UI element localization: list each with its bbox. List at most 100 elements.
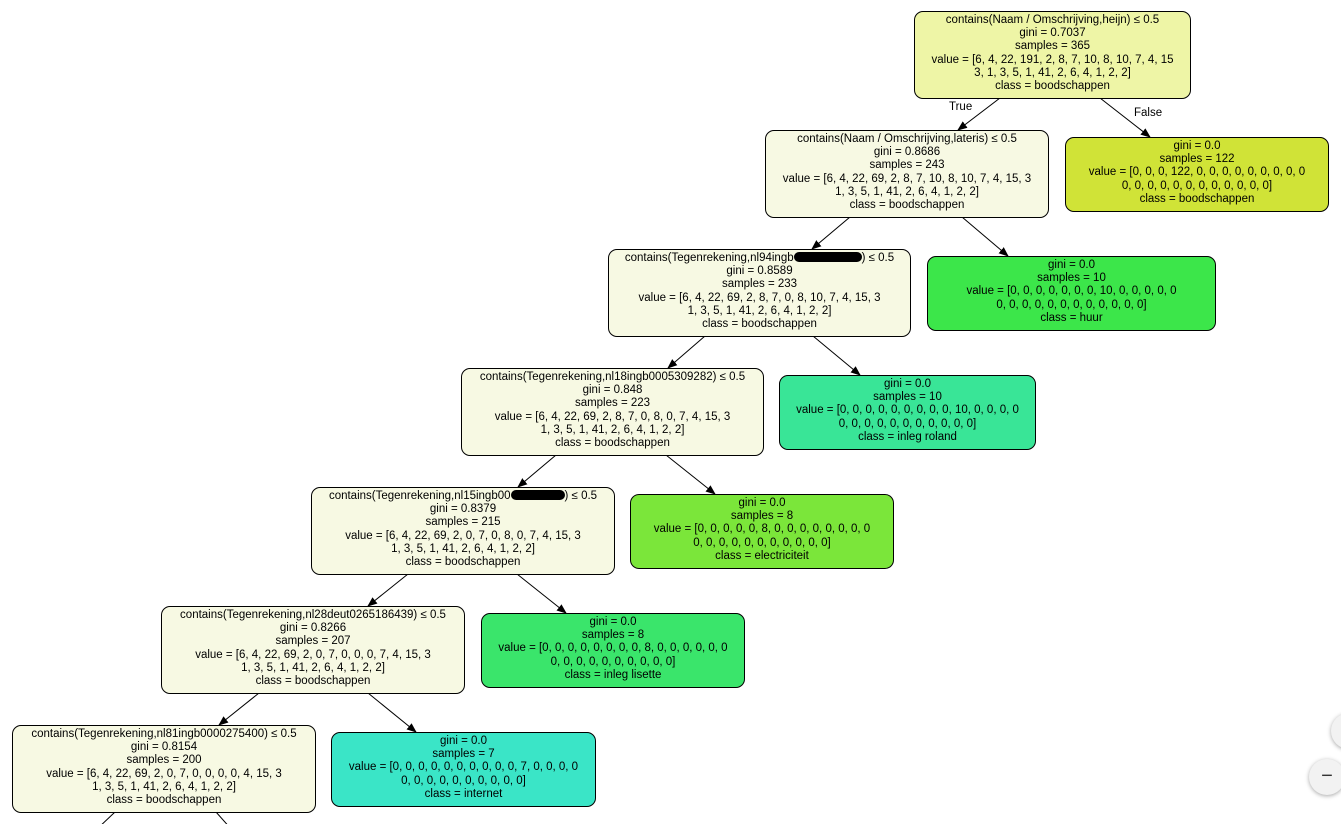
edge-n1-leaf2 (961, 216, 1009, 257)
node-split-rule: contains(Tegenrekening,nl81ingb000027540… (31, 728, 297, 740)
edge-label-true: True (949, 101, 973, 113)
node-class: class = boodschappen (405, 556, 521, 569)
node-gini: gini = 0.8379 (429, 503, 497, 516)
tree-leaf-inleg-roland: gini = 0.0 samples = 10 value = [0, 0, 0… (779, 375, 1036, 450)
node-value: value = [0, 0, 0, 0, 0, 0, 0, 0, 0, 0, 7… (348, 761, 579, 774)
node-value: value = [6, 4, 22, 69, 2, 8, 7, 10, 8, 1… (782, 172, 1032, 185)
node-samples: samples = 8 (581, 629, 645, 642)
node-gini: gini = 0.7037 (1019, 27, 1086, 40)
node-samples: samples = 223 (574, 397, 651, 410)
node-split-rule: contains(Naam / Omschrijving,lateris) ≤ … (797, 133, 1017, 145)
tree-leaf-internet: gini = 0.0 samples = 7 value = [0, 0, 0,… (331, 732, 596, 807)
edge-n4-leaf5 (516, 573, 567, 614)
node-value-cont: 0, 0, 0, 0, 0, 0, 0, 0, 0, 0] (401, 774, 526, 787)
node-value: value = [6, 4, 22, 69, 2, 0, 7, 0, 0, 0,… (195, 648, 431, 661)
node-value: value = [6, 4, 22, 69, 2, 0, 7, 0, 0, 0,… (46, 767, 282, 780)
node-value-cont: 1, 3, 5, 1, 41, 2, 6, 4, 1, 2, 2] (391, 542, 535, 555)
edge-n2-leaf3 (812, 335, 861, 376)
node-split-rule: contains(Tegenrekening,nl15ingb00) ≤ 0.5 (312, 490, 614, 503)
node-split-rule-suffix: ) ≤ 0.5 (861, 252, 895, 264)
zoom-out-button[interactable]: − (1309, 759, 1341, 795)
edge-n2-n3 (667, 335, 706, 369)
node-value-cont: 1, 3, 5, 1, 41, 2, 6, 4, 1, 2, 2] (92, 780, 236, 793)
node-gini: gini = 0.0 (440, 735, 487, 747)
node-gini: gini = 0.8589 (726, 265, 793, 278)
node-gini: gini = 0.0 (884, 378, 931, 390)
node-class: class = huur (1040, 311, 1103, 324)
edge-root-n1 (957, 97, 1001, 131)
node-samples: samples = 365 (1014, 40, 1091, 53)
node-value-cont: 0, 0, 0, 0, 0, 0, 0, 0, 0, 0, 0] (838, 417, 977, 430)
node-split-rule: contains(Tegenrekening,nl28deut026518643… (180, 609, 446, 621)
node-samples: samples = 122 (1159, 153, 1235, 166)
tree-leaf-boodschappen: gini = 0.0 samples = 122 value = [0, 0, … (1065, 137, 1329, 212)
node-value: value = [6, 4, 22, 69, 2, 8, 7, 0, 8, 0,… (494, 410, 731, 423)
node-split-rule-prefix: contains(Tegenrekening,nl94ingb (624, 252, 794, 264)
node-value: value = [0, 0, 0, 0, 0, 0, 0, 0, 0, 10, … (796, 404, 1019, 417)
node-class: class = boodschappen (995, 80, 1110, 93)
node-class: class = boodschappen (255, 675, 371, 688)
tree-node-n6: contains(Tegenrekening,nl81ingb000027540… (12, 725, 316, 813)
node-value: value = [6, 4, 22, 69, 2, 8, 7, 0, 8, 10… (638, 291, 881, 304)
node-value-cont: 3, 1, 3, 5, 1, 41, 2, 6, 4, 1, 2, 2] (974, 66, 1131, 79)
node-samples: samples = 10 (1037, 272, 1106, 285)
tree-leaf-electriciteit: gini = 0.0 samples = 8 value = [0, 0, 0,… (630, 494, 894, 569)
node-class: class = inleg roland (858, 430, 957, 443)
edge-n4-n5 (367, 573, 409, 607)
node-gini: gini = 0.848 (582, 384, 643, 397)
redaction-mark (793, 252, 862, 262)
node-gini: gini = 0.0 (738, 497, 786, 509)
redaction-mark (510, 490, 565, 500)
tree-node-n4: contains(Tegenrekening,nl15ingb00) ≤ 0.5… (311, 487, 615, 575)
node-value: value = [0, 0, 0, 0, 0, 0, 0, 0, 8, 0, 0… (498, 642, 728, 655)
node-value: value = [0, 0, 0, 0, 0, 0, 0, 10, 0, 0, … (966, 285, 1177, 298)
node-value-cont: 1, 3, 5, 1, 41, 2, 6, 4, 1, 2, 2] (835, 185, 979, 198)
edge-n5-n6 (218, 692, 260, 726)
tree-node-n3: contains(Tegenrekening,nl18ingb000530928… (461, 368, 764, 456)
node-split-rule: contains(Tegenrekening,nl94ingb ) ≤ 0.5 (609, 252, 910, 265)
edge-n3-n4 (517, 454, 557, 488)
node-split-rule: contains(Tegenrekening,nl18ingb000530928… (479, 371, 746, 383)
node-gini: gini = 0.8154 (130, 741, 198, 754)
node-value-cont: 0, 0, 0, 0, 0, 0, 0, 0, 0, 0] (550, 655, 676, 668)
node-samples: samples = 233 (721, 278, 798, 291)
node-samples: samples = 7 (432, 748, 495, 761)
node-samples: samples = 207 (275, 635, 351, 648)
zoom-in-button[interactable]: + (1331, 713, 1341, 749)
edge-root-leaf1 (1099, 97, 1151, 138)
edge-n1-n2 (811, 216, 851, 250)
node-samples: samples = 243 (869, 159, 945, 172)
node-gini: gini = 0.0 (1048, 259, 1095, 271)
tree-leaf-huur: gini = 0.0 samples = 10 value = [0, 0, 0… (927, 256, 1216, 331)
node-samples: samples = 200 (126, 754, 202, 767)
edge-n3-leaf4 (665, 454, 716, 495)
edge-n6-child-left (101, 811, 116, 824)
tree-leaf-inleg-lisette: gini = 0.0 samples = 8 value = [0, 0, 0,… (481, 613, 745, 688)
node-class: class = boodschappen (106, 794, 222, 807)
node-gini: gini = 0.0 (1173, 140, 1221, 152)
node-value: value = [6, 4, 22, 191, 2, 8, 7, 10, 8, … (931, 53, 1174, 66)
tree-node-n5: contains(Tegenrekening,nl28deut026518643… (161, 606, 465, 694)
node-class: class = boodschappen (1139, 192, 1255, 205)
edge-label-false: False (1134, 107, 1163, 119)
node-gini: gini = 0.0 (589, 616, 637, 628)
node-samples: samples = 8 (730, 510, 794, 523)
node-gini: gini = 0.8266 (279, 622, 347, 635)
node-value-cont: 0, 0, 0, 0, 0, 0, 0, 0, 0, 0, 0] (693, 536, 831, 549)
tree-node-n1: contains(Naam / Omschrijving,lateris) ≤ … (765, 130, 1049, 218)
node-value: value = [0, 0, 0, 122, 0, 0, 0, 0, 0, 0,… (1088, 166, 1306, 179)
node-value-cont: 0, 0, 0, 0, 0, 0, 0, 0, 0, 0, 0, 0] (996, 298, 1147, 311)
node-split-rule-prefix: contains(Tegenrekening,nl15ingb00 (328, 490, 511, 502)
node-gini: gini = 0.8686 (873, 146, 941, 159)
node-value-cont: 1, 3, 5, 1, 41, 2, 6, 4, 1, 2, 2] (241, 661, 385, 674)
node-class: class = inleg lisette (564, 668, 662, 681)
node-value-cont: 0, 0, 0, 0, 0, 0, 0, 0, 0, 0, 0, 0] (1121, 179, 1273, 192)
node-value-cont: 1, 3, 5, 1, 41, 2, 6, 4, 1, 2, 2] (540, 423, 685, 436)
node-class: class = internet (424, 787, 503, 800)
tree-node-n2: contains(Tegenrekening,nl94ingb ) ≤ 0.5 g… (608, 249, 911, 337)
tree-node-root: contains(Naam / Omschrijving,heijn) ≤ 0.… (914, 11, 1191, 99)
node-split-rule: contains(Naam / Omschrijving,heijn) ≤ 0.… (945, 14, 1160, 26)
node-class: class = boodschappen (849, 199, 965, 212)
node-value: value = [6, 4, 22, 69, 2, 0, 7, 0, 8, 0,… (345, 529, 581, 542)
